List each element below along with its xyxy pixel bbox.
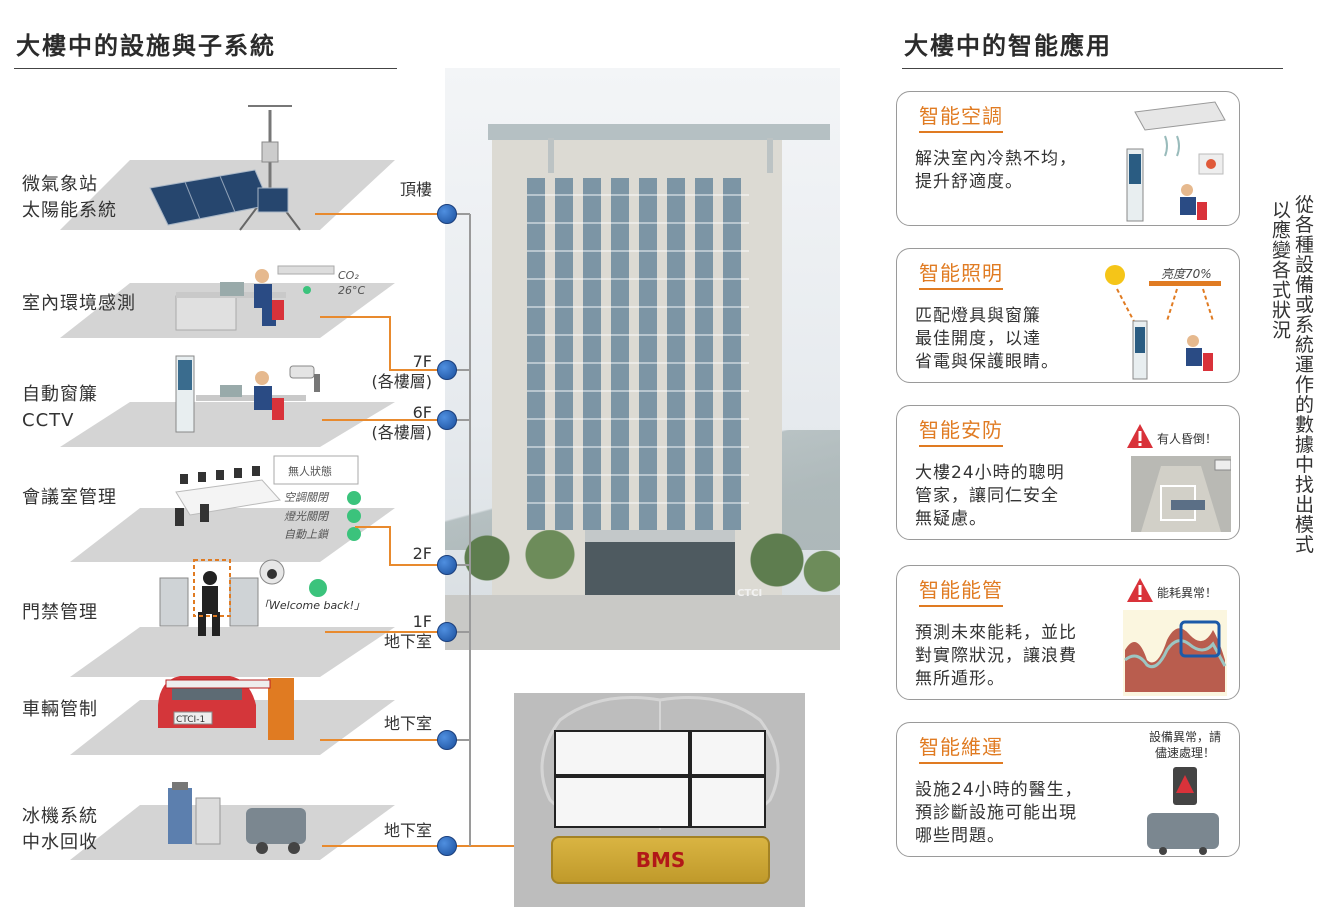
system-label-access: 門禁管理 bbox=[22, 602, 98, 623]
energy-alert-text: 能耗異常！ bbox=[1157, 586, 1218, 600]
app-body-energy: 預測未來能耗，並比對實際狀況，讓浪費無所遁形。 bbox=[915, 623, 1077, 689]
floor-node-roof[interactable] bbox=[437, 204, 457, 224]
building-roof-frame bbox=[548, 138, 773, 173]
vertical-summary-text: 從各種設備或系統運作的數據中找出模式 以應變各式狀況 bbox=[1268, 180, 1320, 554]
floor-node-2f[interactable] bbox=[437, 555, 457, 575]
floor-label-7f: 7F(各樓層) bbox=[371, 352, 433, 391]
system-label-parking: 車輛管制 bbox=[22, 699, 98, 720]
dashboard-screen-1 bbox=[554, 730, 690, 776]
bms-bar bbox=[551, 836, 770, 884]
floor-node-basement-parking[interactable] bbox=[437, 730, 457, 750]
welcome-message: 「Welcome back!」 bbox=[258, 599, 365, 612]
building-sign: CTCI bbox=[737, 588, 763, 599]
check-icon bbox=[347, 527, 361, 541]
platform-chiller bbox=[70, 805, 395, 860]
trees-right bbox=[735, 530, 840, 605]
app-title-lighting: 智能照明 bbox=[919, 257, 1003, 290]
car-barrier-icon bbox=[158, 676, 294, 740]
system-label-meeting: 會議室管理 bbox=[22, 487, 117, 508]
app-body-hvac: 解決室內冷熱不均，提升舒適度。 bbox=[915, 149, 1077, 192]
bms-label: BMS bbox=[635, 848, 686, 872]
dashboard-screen-2 bbox=[690, 730, 766, 776]
floor-node-1f[interactable] bbox=[437, 622, 457, 642]
brightness-label: 亮度70% bbox=[1161, 267, 1212, 281]
floor-label-2f: 2F bbox=[412, 544, 432, 563]
license-plate: CTCI-1 bbox=[176, 715, 205, 725]
sun-icon bbox=[1105, 265, 1125, 285]
app-title-hvac: 智能空調 bbox=[919, 100, 1003, 133]
lighting-illustration bbox=[1105, 265, 1221, 380]
app-title-energy: 智能能管 bbox=[919, 574, 1003, 607]
maintenance-illustration bbox=[1147, 767, 1219, 855]
security-camera-view bbox=[1131, 456, 1231, 532]
maintenance-alert-text: 設備異常，請儘速處理！ bbox=[1149, 730, 1222, 760]
floor-node-6f[interactable] bbox=[437, 410, 457, 430]
building-plaza bbox=[445, 595, 840, 650]
app-title-security: 智能安防 bbox=[919, 414, 1003, 447]
left-heading-rule bbox=[14, 68, 397, 69]
access-gate-icon bbox=[159, 559, 327, 636]
security-alert-text: 有人昏倒！ bbox=[1157, 432, 1218, 446]
meeting-room-icon bbox=[175, 466, 281, 526]
energy-chart-illustration bbox=[1123, 610, 1227, 696]
app-body-lighting: 匹配燈具與窗簾最佳開度，以達省電與保護眼睛。 bbox=[915, 306, 1059, 372]
system-label-weather: 微氣象站太陽能系統 bbox=[22, 174, 117, 221]
system-label-chiller: 冰機系統中水回收 bbox=[22, 806, 98, 853]
app-body-maintenance: 設施24小時的醫生，預診斷設施可能出現哪些問題。 bbox=[915, 780, 1083, 846]
meeting-lock-text: 自動上鎖 bbox=[284, 528, 330, 541]
app-card-hvac[interactable]: 智能空調 解決室內冷熱不均，提升舒適度。 bbox=[896, 91, 1240, 226]
meeting-status-box bbox=[273, 455, 359, 485]
floor-label-roof: 頂樓 bbox=[399, 180, 432, 199]
meeting-status-text: 無人狀態 bbox=[288, 464, 332, 478]
app-card-security[interactable]: 智能安防 大樓24小時的聰明管家，讓同仁安全無疑慮。 有人昏倒！ bbox=[896, 405, 1240, 540]
app-card-maintenance[interactable]: 智能維運 設施24小時的醫生，預診斷設施可能出現哪些問題。 設備異常，請儘速處理… bbox=[896, 722, 1240, 857]
temperature-label: 26°C bbox=[338, 284, 365, 297]
vertical-text-col1: 從各種設備或系統運作的數據中找出模式 bbox=[1292, 194, 1314, 555]
left-heading: 大樓中的設施與子系統 bbox=[16, 32, 276, 60]
app-title-maintenance: 智能維運 bbox=[919, 731, 1003, 764]
right-heading: 大樓中的智能應用 bbox=[904, 32, 1112, 60]
hvac-illustration bbox=[1126, 101, 1226, 222]
office-worker-icon bbox=[175, 265, 335, 331]
floor-label-basement-parking: 地下室 bbox=[383, 714, 432, 733]
dashboard-screen-3 bbox=[554, 776, 690, 828]
dashboard-screen-4 bbox=[690, 776, 766, 828]
curtain-cctv-icon bbox=[175, 355, 320, 433]
floor-label-basement-chiller: 地下室 bbox=[383, 821, 432, 840]
building-canopy bbox=[585, 530, 735, 542]
chiller-icon bbox=[168, 782, 306, 854]
building-windows bbox=[527, 178, 749, 530]
platform-curtain bbox=[60, 402, 395, 447]
platform-access bbox=[70, 627, 395, 677]
check-icon bbox=[347, 491, 361, 505]
app-body-security: 大樓24小時的聰明管家，讓同仁安全無疑慮。 bbox=[915, 463, 1065, 529]
system-label-sensor: 室內環境感測 bbox=[22, 293, 136, 314]
app-card-lighting[interactable]: 智能照明 匹配燈具與窗簾最佳開度，以達省電與保護眼睛。 亮度70% bbox=[896, 248, 1240, 383]
platform-meeting bbox=[70, 508, 395, 562]
floor-label-6f: 6F(各樓層) bbox=[371, 403, 433, 442]
meeting-ac-text: 空調關閉 bbox=[284, 491, 330, 504]
meeting-light-text: 燈光關閉 bbox=[284, 510, 330, 523]
warning-icon bbox=[1127, 424, 1153, 448]
building-window-rows bbox=[527, 178, 749, 530]
building-roof bbox=[488, 124, 830, 140]
vertical-text-col2: 以應變各式狀況 bbox=[1269, 200, 1291, 341]
check-icon bbox=[347, 509, 361, 523]
solar-panel-icon bbox=[149, 169, 289, 226]
right-heading-rule bbox=[902, 68, 1283, 69]
orange-connectors bbox=[315, 213, 514, 847]
co2-label: CO₂ bbox=[338, 269, 359, 282]
floor-node-7f[interactable] bbox=[437, 360, 457, 380]
floor-node-basement-chiller[interactable] bbox=[437, 836, 457, 856]
warning-icon bbox=[1127, 578, 1153, 602]
app-card-energy[interactable]: 智能能管 預測未來能耗，並比對實際狀況，讓浪費無所遁形。 能耗異常！ bbox=[896, 565, 1240, 700]
